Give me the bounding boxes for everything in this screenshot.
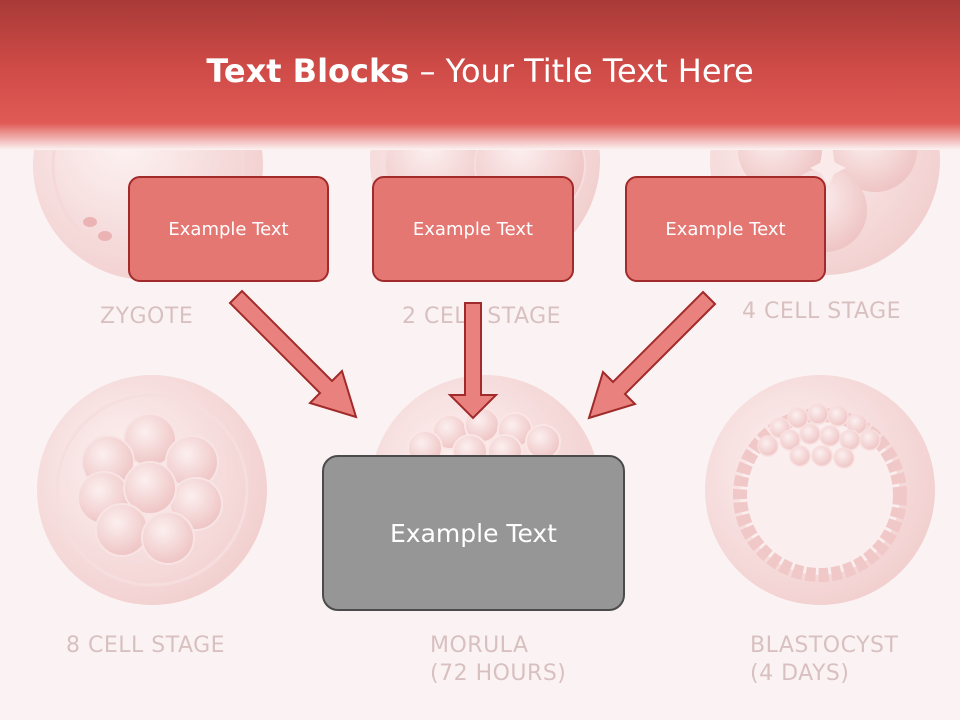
title-bold: Text Blocks [206,52,410,90]
text-box-right[interactable]: Example Text [625,176,826,282]
title-rest: – Your Title Text Here [409,52,754,90]
text-box-center[interactable]: Example Text [372,176,574,282]
title-bar [0,0,960,150]
label-morula-time: (72 HOURS) [430,661,567,686]
slide-title: Text Blocks – Your Title Text Here [0,52,960,90]
eight-cell-illustration [37,375,267,605]
text-box-left[interactable]: Example Text [128,176,329,282]
arrow-left-to-main [228,289,358,419]
label-morula: MORULA [430,633,529,658]
label-zygote: ZYGOTE [100,304,194,329]
arrow-center-to-main [447,302,499,420]
blastocyst-illustration [705,375,935,605]
label-four-cell: 4 CELL STAGE [742,299,902,324]
arrow-right-to-main [587,290,717,420]
main-text-box[interactable]: Example Text [322,455,625,611]
label-eight-cell: 8 CELL STAGE [66,633,226,658]
label-blastocyst-time: (4 DAYS) [750,661,850,686]
label-blastocyst: BLASTOCYST [750,633,899,658]
